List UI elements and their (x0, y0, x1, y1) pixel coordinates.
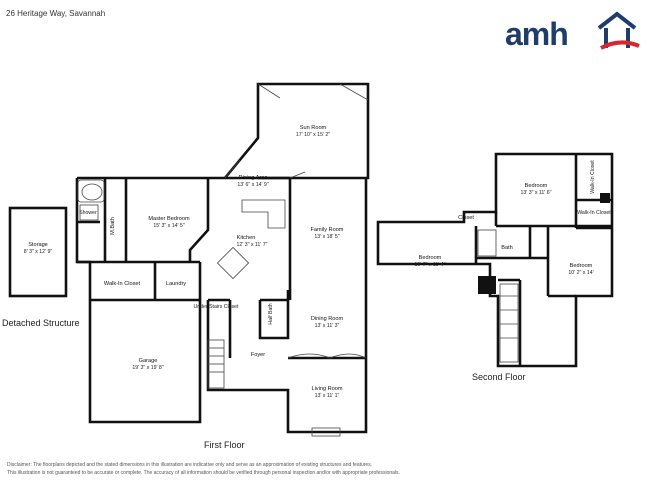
detached-structure-caption: Detached Structure (2, 318, 80, 328)
kitchen-dims: 12' 3" x 11' 7" (237, 242, 268, 248)
dining-area-dims: 13' 6" x 14' 9" (237, 182, 268, 188)
bedroom-b-dims: 19' 7" x 11' 4" (415, 262, 446, 268)
brand-logo: amh (505, 8, 645, 54)
second-floor-caption: Second Floor (472, 372, 526, 382)
disclaimer-line-1: Disclaimer: The floorplans depicted and … (7, 462, 373, 468)
house-roof-icon (597, 11, 640, 50)
bedroom-c-dims: 10' 2" x 14' (568, 270, 593, 276)
master-bedroom-dims: 15' 3" x 14' 5" (153, 223, 184, 229)
garage-dims: 19' 3" x 19' 8" (132, 365, 163, 371)
family-room-dims: 13' x 18' 5" (314, 234, 339, 240)
family-room-label: Family Room (311, 227, 344, 233)
disclaimer-line-2: This illustration is not guaranteed to b… (7, 470, 400, 476)
walkin-closet-2-label: Walk-In Closet (590, 160, 596, 194)
sun-room-label: Sun Room (300, 125, 327, 131)
dining-room-label: Dining Room (311, 316, 344, 322)
closet-label: Closet (458, 215, 474, 221)
sun-room-dims: 17' 10" x 15' 2" (296, 132, 330, 138)
bedroom-a-label: Bedroom (525, 183, 548, 189)
shower-label: Shower (79, 210, 97, 216)
logo-text: amh (505, 16, 569, 52)
second-floor-outer-wall (376, 152, 614, 368)
master-bedroom-label: Master Bedroom (148, 216, 190, 222)
storage-dims: 8' 3" x 12' 9" (24, 249, 53, 255)
dining-area-label: Dining Area (239, 175, 269, 181)
mbath-label: M.Bath (110, 217, 116, 235)
garage-label: Garage (139, 358, 158, 364)
foyer-label: Foyer (251, 352, 265, 358)
walkin-closet-3-label: Walk-In Closet (577, 210, 611, 216)
under-stairs-label: Under Stairs Closet (194, 304, 240, 310)
storage-label: Storage (28, 242, 48, 248)
laundry-label: Laundry (166, 281, 186, 287)
storage-wall (8, 206, 68, 298)
bedroom-c-label: Bedroom (570, 263, 593, 269)
walkin-closet-label: Walk-In Closet (104, 281, 141, 287)
living-room-label: Living Room (311, 386, 342, 392)
bedroom-a-dims: 13' 3" x 11' 6" (521, 190, 552, 196)
kitchen-label: Kitchen (237, 235, 256, 241)
property-address: 26 Heritage Way, Savannah (6, 9, 106, 18)
half-bath-label: Half Bath (268, 303, 274, 324)
dining-room-dims: 13' x 11' 3" (315, 323, 340, 329)
bath-label: Bath (501, 245, 513, 251)
bedroom-b-label: Bedroom (419, 255, 442, 261)
living-room-dims: 13' x 11' 1" (315, 393, 340, 399)
first-floor-caption: First Floor (204, 440, 245, 450)
